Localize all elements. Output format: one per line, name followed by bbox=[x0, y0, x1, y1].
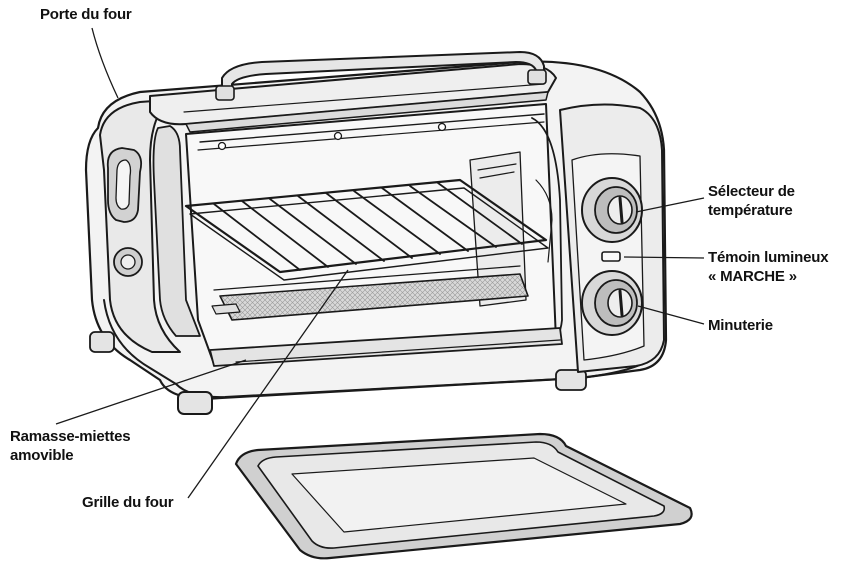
leader-line-rack bbox=[187, 269, 349, 499]
leader-line-temperature bbox=[635, 197, 705, 213]
label-crumb-tray-line-1: Ramasse-miettes bbox=[10, 428, 131, 445]
label-oven-door: Porte du four bbox=[40, 5, 132, 24]
temperature-knob bbox=[581, 177, 643, 243]
leader-line-crumb-tray bbox=[55, 359, 247, 425]
leader-line-power-light bbox=[623, 256, 705, 259]
baking-tray bbox=[234, 432, 693, 560]
front-right-foot bbox=[555, 369, 587, 391]
leader-lines bbox=[55, 27, 705, 499]
label-oven-rack: Grille du four bbox=[82, 493, 174, 512]
front-left-foot bbox=[177, 391, 213, 415]
label-temperature-line-1: Sélecteur de bbox=[708, 183, 795, 200]
leader-line-timer bbox=[637, 305, 705, 325]
label-crumb-tray: Ramasse-miettes amovible bbox=[10, 427, 131, 465]
label-timer: Minuterie bbox=[708, 316, 773, 335]
power-indicator-light bbox=[601, 251, 621, 262]
label-crumb-tray-line-2: amovible bbox=[10, 447, 74, 464]
crumb-tray bbox=[209, 327, 563, 367]
back-left-foot bbox=[89, 331, 115, 353]
label-temperature-line-2: température bbox=[708, 202, 793, 219]
label-temperature-selector: Sélecteur de température bbox=[708, 182, 795, 220]
oven-rack bbox=[184, 178, 549, 281]
label-power-light-line-1: Témoin lumineux bbox=[708, 249, 829, 266]
toaster-oven bbox=[84, 51, 668, 415]
timer-knob bbox=[581, 270, 643, 336]
label-timer-line-1: Minuterie bbox=[708, 317, 773, 334]
leader-line-door bbox=[91, 27, 119, 99]
label-power-light-line-2: « MARCHE » bbox=[708, 268, 797, 285]
label-oven-door-line-1: Porte du four bbox=[40, 6, 132, 23]
label-oven-rack-line-1: Grille du four bbox=[82, 494, 174, 511]
label-power-light: Témoin lumineux « MARCHE » bbox=[708, 248, 829, 286]
